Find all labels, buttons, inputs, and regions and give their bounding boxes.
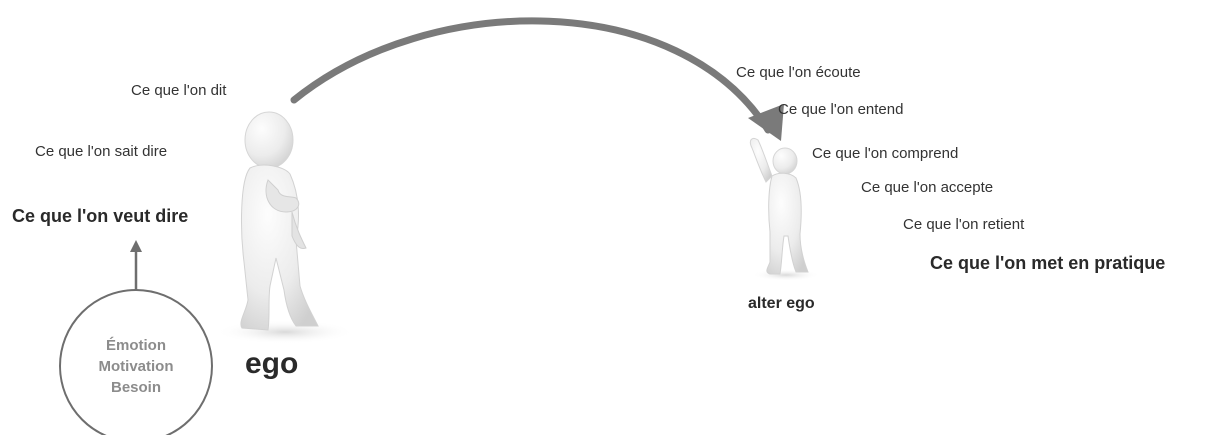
- speaker-level-want-to-say: Ce que l'on veut dire: [12, 206, 189, 226]
- listener-level-practice: Ce que l'on met en pratique: [930, 253, 1166, 273]
- ego-figure: [215, 111, 355, 344]
- listener-level-understand: Ce que l'on comprend: [812, 145, 959, 162]
- speaker-level-can-say: Ce que l'on sait dire: [35, 143, 168, 160]
- source-need: Besoin: [110, 379, 161, 396]
- alter-ego-figure: [749, 137, 820, 281]
- alter-ego-label: alter ego: [748, 295, 815, 312]
- ego-label: ego: [245, 347, 299, 380]
- listener-level-hear: Ce que l'on entend: [778, 101, 904, 118]
- listener-level-retain: Ce que l'on retient: [903, 216, 1025, 233]
- source-arrow: [130, 240, 142, 290]
- listener-level-accept: Ce que l'on accepte: [861, 179, 994, 196]
- source-motivation: Motivation: [98, 358, 174, 375]
- source-emotion: Émotion: [106, 337, 166, 354]
- listener-level-listen: Ce que l'on écoute: [736, 64, 861, 81]
- source-labels: Émotion Motivation Besoin: [58, 335, 214, 398]
- speaker-level-said: Ce que l'on dit: [131, 82, 227, 99]
- communication-arrow: [290, 17, 784, 141]
